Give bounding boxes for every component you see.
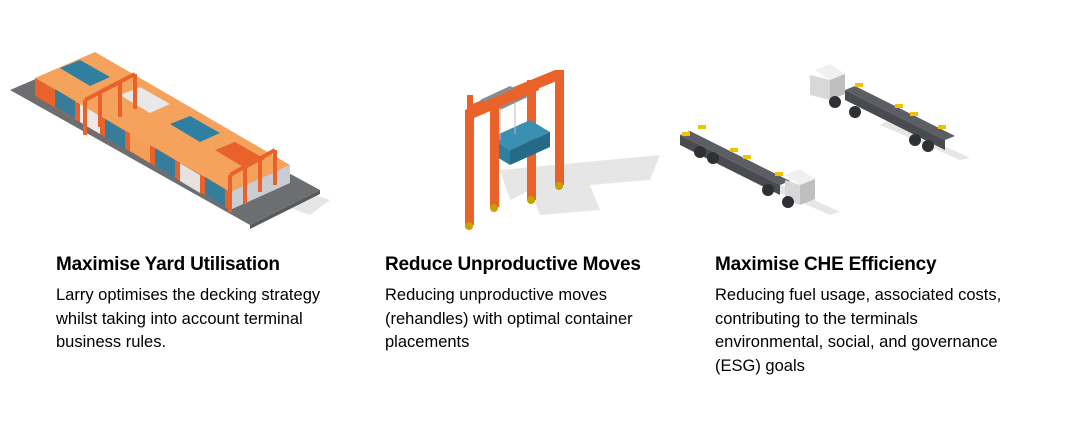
card-description: Reducing unproductive moves (rehandles) …: [385, 286, 633, 351]
card-description: Larry optimises the decking strategy whi…: [56, 286, 321, 351]
gantry-crane-icon: [465, 70, 660, 230]
card-title: Maximise CHE Efficiency: [715, 254, 937, 275]
card-description: Reducing fuel usage, associated costs, c…: [715, 286, 1002, 375]
card-unproductive-moves: Reduce Unproductive Moves Reducing unpro…: [330, 0, 660, 431]
card-title: Maximise Yard Utilisation: [56, 254, 280, 275]
card-yard-utilisation: Maximise Yard Utilisation Larry optimise…: [0, 0, 330, 431]
container-yard-icon: [10, 52, 330, 229]
terminal-tractors-icon: [680, 64, 970, 215]
card-che-efficiency: Maximise CHE Efficiency Reducing fuel us…: [660, 0, 1001, 431]
card-title: Reduce Unproductive Moves: [385, 254, 641, 275]
